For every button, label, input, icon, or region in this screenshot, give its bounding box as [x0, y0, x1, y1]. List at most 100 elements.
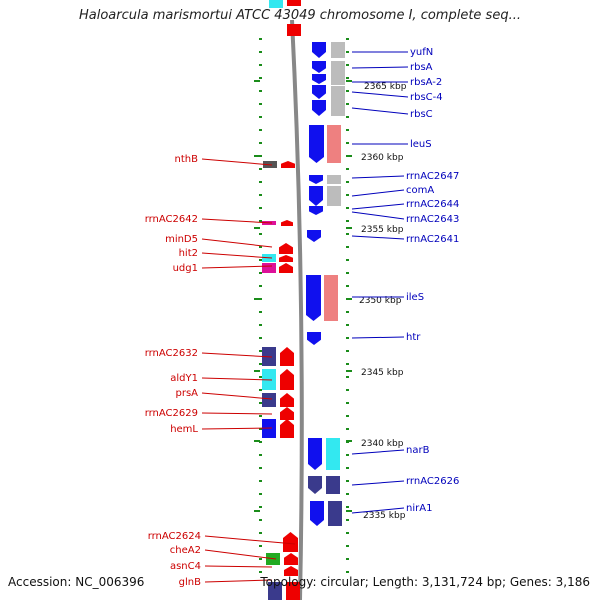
tick-mark	[346, 103, 349, 105]
major-tick	[346, 440, 352, 442]
major-tick	[346, 80, 352, 82]
label-leader-line	[204, 535, 296, 545]
gene-arrow-reverse	[309, 175, 323, 184]
label-leader-line	[204, 565, 273, 568]
tick-mark	[346, 129, 349, 131]
tick-mark	[259, 506, 262, 508]
gene-arrow-forward	[283, 532, 298, 552]
tick-mark	[346, 38, 349, 40]
tick-mark	[259, 519, 262, 521]
tick-mark	[346, 51, 349, 53]
tick-mark	[346, 532, 349, 534]
tick-mark	[259, 285, 262, 287]
tick-mark	[259, 454, 262, 456]
tick-mark	[346, 415, 349, 417]
label-leader-line	[351, 449, 405, 455]
gene-arrow-forward	[280, 347, 294, 366]
tick-mark	[259, 350, 262, 352]
tick-mark	[259, 467, 262, 469]
gene-box	[327, 125, 341, 163]
gene-arrow-reverse	[312, 61, 326, 73]
label-leader-line	[201, 158, 273, 166]
tick-mark	[346, 337, 349, 339]
gene-label-right: narB	[406, 445, 430, 456]
gene-arrow-reverse	[309, 186, 323, 206]
major-tick	[346, 298, 352, 300]
gene-arrow-forward	[279, 263, 293, 273]
major-tick	[346, 370, 352, 372]
gene-box	[331, 86, 345, 116]
gene-arrow-reverse	[312, 42, 326, 58]
label-leader-line	[201, 427, 273, 430]
tick-mark	[259, 194, 262, 196]
gene-box	[262, 263, 276, 273]
gene-arrow-reverse	[312, 85, 326, 99]
gene-label-right: comA	[406, 185, 434, 196]
major-tick	[254, 80, 260, 82]
gene-label-right: rbsA	[410, 62, 433, 73]
tick-mark	[346, 220, 349, 222]
major-tick	[254, 298, 260, 300]
tick-mark	[259, 103, 262, 105]
label-leader-line	[351, 507, 405, 514]
tick-mark	[346, 363, 349, 365]
gene-arrow-reverse	[308, 476, 322, 494]
label-leader-line	[201, 218, 273, 224]
gene-label-left: prsA	[175, 388, 198, 399]
label-leader-line	[351, 189, 405, 197]
tick-mark	[346, 545, 349, 547]
gene-arrow-reverse	[309, 125, 324, 163]
gene-label-left: hemL	[170, 424, 198, 435]
major-tick	[254, 440, 260, 442]
tick-mark	[259, 51, 262, 53]
tick-mark	[259, 480, 262, 482]
label-leader-line	[204, 579, 273, 583]
tick-mark	[259, 246, 262, 248]
gene-arrow-forward	[280, 419, 294, 438]
gene-arrow-reverse	[308, 438, 322, 470]
tick-mark	[259, 38, 262, 40]
tick-mark	[346, 259, 349, 261]
scale-label: 2360 kbp	[361, 153, 404, 163]
gene-arrow-reverse	[306, 275, 321, 321]
tick-mark	[346, 467, 349, 469]
gene-label-left: aldY1	[170, 373, 198, 384]
major-tick	[254, 370, 260, 372]
label-leader-line	[201, 377, 273, 381]
gene-label-right: rrnAC2626	[406, 476, 459, 487]
label-leader-line	[201, 252, 273, 259]
gene-box	[286, 582, 300, 600]
tick-mark	[259, 545, 262, 547]
major-tick	[346, 155, 352, 157]
tick-mark	[259, 233, 262, 235]
gene-arrow-reverse	[312, 74, 326, 84]
label-leader-line	[351, 203, 405, 210]
gene-box	[328, 501, 342, 526]
tick-mark	[346, 272, 349, 274]
gene-label-right: leuS	[410, 139, 432, 150]
gene-label-right: rrnAC2641	[406, 234, 459, 245]
major-tick	[346, 227, 352, 229]
gene-box	[331, 42, 345, 58]
gene-label-right: htr	[406, 332, 421, 343]
tick-mark	[259, 129, 262, 131]
tick-mark	[259, 298, 262, 300]
tick-mark	[259, 272, 262, 274]
tick-mark	[259, 363, 262, 365]
map-title: Haloarcula marismortui ATCC 43049 chromo…	[79, 8, 521, 23]
tick-mark	[259, 90, 262, 92]
tick-mark	[346, 233, 349, 235]
tick-mark	[346, 402, 349, 404]
gene-box	[326, 476, 340, 494]
tick-mark	[346, 324, 349, 326]
gene-arrow-forward	[280, 369, 294, 390]
gene-arrow-forward	[279, 255, 293, 262]
gene-label-left: rrnAC2632	[145, 348, 198, 359]
gene-label-right: rrnAC2644	[406, 199, 459, 210]
gene-arrow-forward	[280, 393, 294, 407]
tick-mark	[259, 376, 262, 378]
tick-mark	[346, 376, 349, 378]
label-leader-line	[351, 66, 409, 69]
gene-label-left: minD5	[165, 234, 198, 245]
major-tick	[254, 510, 260, 512]
